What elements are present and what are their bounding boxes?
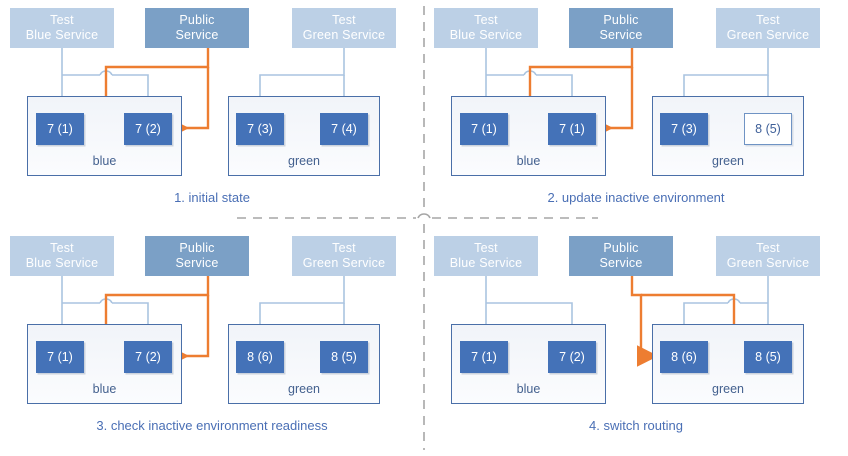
service-line2: Green Service	[726, 256, 810, 270]
pod-blue-1[interactable]: 7 (1)	[460, 341, 508, 373]
pod-green-2[interactable]: 8 (5)	[744, 341, 792, 373]
service-line2: Service	[599, 256, 643, 270]
service-line1: Test	[756, 241, 780, 255]
service-line1: Test	[474, 13, 498, 27]
environment-blue-label: blue	[516, 154, 541, 168]
pod-green-2[interactable]: 7 (4)	[320, 113, 368, 145]
service-test-blue-service[interactable]: Test Blue Service	[434, 236, 538, 276]
service-line1: Test	[474, 241, 498, 255]
pod-green-2[interactable]: 8 (5)	[744, 113, 792, 145]
service-public-service[interactable]: Public Service	[145, 236, 249, 276]
service-line2: Blue Service	[449, 28, 523, 42]
pod-blue-1[interactable]: 7 (1)	[36, 113, 84, 145]
service-test-green-service[interactable]: Test Green Service	[716, 8, 820, 48]
service-line2: Blue Service	[449, 256, 523, 270]
environment-green-label: green	[712, 154, 744, 168]
panel-caption: 1. initial state	[174, 190, 250, 205]
pod-blue-2[interactable]: 7 (2)	[548, 341, 596, 373]
service-line2: Blue Service	[25, 28, 99, 42]
panel-caption: 3. check inactive environment readiness	[96, 418, 328, 433]
pod-blue-2[interactable]: 7 (2)	[124, 341, 172, 373]
service-line1: Public	[179, 241, 215, 255]
service-line1: Public	[603, 241, 639, 255]
panel-caption: 2. update inactive environment	[547, 190, 725, 205]
service-test-green-service[interactable]: Test Green Service	[716, 236, 820, 276]
environment-blue-label: blue	[92, 382, 117, 396]
service-public-service[interactable]: Public Service	[569, 236, 673, 276]
environment-green-label: green	[712, 382, 744, 396]
pod-green-1[interactable]: 7 (3)	[660, 113, 708, 145]
service-test-blue-service[interactable]: Test Blue Service	[434, 8, 538, 48]
divider-vertical-jump	[417, 213, 431, 219]
service-line1: Test	[50, 13, 74, 27]
service-line1: Test	[756, 13, 780, 27]
environment-blue-label: blue	[92, 154, 117, 168]
service-line2: Blue Service	[25, 256, 99, 270]
service-line1: Test	[332, 13, 356, 27]
environment-green-label: green	[288, 154, 320, 168]
panel-caption: 4. switch routing	[589, 418, 683, 433]
pod-green-2[interactable]: 8 (5)	[320, 341, 368, 373]
service-line2: Service	[175, 256, 219, 270]
service-test-green-service[interactable]: Test Green Service	[292, 8, 396, 48]
service-line1: Test	[50, 241, 74, 255]
environment-blue-label: blue	[516, 382, 541, 396]
service-line2: Service	[599, 28, 643, 42]
service-public-service[interactable]: Public Service	[145, 8, 249, 48]
pod-green-1[interactable]: 7 (3)	[236, 113, 284, 145]
pod-blue-2[interactable]: 7 (2)	[124, 113, 172, 145]
service-line2: Green Service	[302, 256, 386, 270]
service-line2: Green Service	[726, 28, 810, 42]
service-line1: Test	[332, 241, 356, 255]
environment-green-label: green	[288, 382, 320, 396]
service-test-blue-service[interactable]: Test Blue Service	[10, 236, 114, 276]
service-line1: Public	[603, 13, 639, 27]
service-line1: Public	[179, 13, 215, 27]
pod-blue-1[interactable]: 7 (1)	[460, 113, 508, 145]
pod-blue-2[interactable]: 7 (1)	[548, 113, 596, 145]
service-public-service[interactable]: Public Service	[569, 8, 673, 48]
panel-dividers	[237, 6, 598, 450]
service-line2: Green Service	[302, 28, 386, 42]
pod-green-1[interactable]: 8 (6)	[660, 341, 708, 373]
service-line2: Service	[175, 28, 219, 42]
service-test-green-service[interactable]: Test Green Service	[292, 236, 396, 276]
service-test-blue-service[interactable]: Test Blue Service	[10, 8, 114, 48]
pod-blue-1[interactable]: 7 (1)	[36, 341, 84, 373]
pod-green-1[interactable]: 8 (6)	[236, 341, 284, 373]
